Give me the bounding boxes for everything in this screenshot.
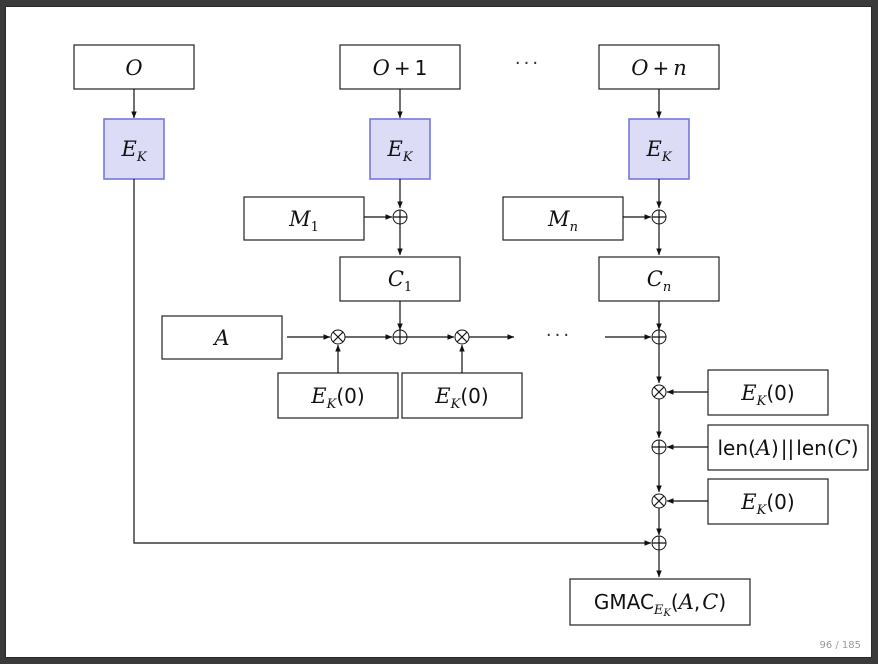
mult-op-1 (330, 329, 346, 345)
input-o-box: O (73, 44, 195, 90)
hash-key-box-3-label: EK(0) (740, 381, 794, 409)
mult-op-final-1 (651, 384, 667, 400)
hash-key-box-4-label: EK(0) (740, 490, 794, 518)
plaintext-mn-label: Mn (547, 207, 578, 235)
length-block-box: len(A)||len(C) (707, 424, 869, 471)
ek-block-0-label: EK (120, 137, 147, 165)
input-o-plus-n-box: O+n (598, 44, 720, 90)
gcm-diagram: O O+1 ··· O+n EK EK EK M1 Mn (73, 44, 869, 626)
gmac-output-box: GMACEK(A,C) (569, 578, 751, 626)
xor-op-n (651, 209, 667, 225)
xor-op-ghash-n (651, 329, 667, 345)
input-o-plus-1-box: O+1 (339, 44, 461, 90)
hash-key-box-3: EK(0) (707, 369, 829, 416)
plaintext-m1-box: M1 (243, 196, 365, 241)
xor-op-len (651, 439, 667, 455)
ellipsis-middle: ··· (546, 325, 572, 346)
ellipsis-top: ··· (515, 53, 541, 74)
xor-op-final (651, 535, 667, 551)
ciphertext-c1-label: C1 (388, 267, 412, 295)
gmac-output-label: GMACEK(A,C) (594, 590, 726, 619)
page-number: 96 / 185 (819, 640, 861, 651)
input-o-plus-1-label: O+1 (373, 56, 428, 80)
ek-block-1-label: EK (386, 137, 413, 165)
mult-op-2 (454, 329, 470, 345)
xor-op-1 (392, 209, 408, 225)
length-block-label: len(A)||len(C) (717, 436, 858, 460)
plaintext-m1-label: M1 (288, 207, 319, 235)
ek-block-1: EK (369, 118, 431, 180)
ek-block-0: EK (103, 118, 165, 180)
arrow-ek0-to-final-xor (133, 179, 652, 546)
hash-key-box-2: EK(0) (401, 372, 523, 419)
mult-op-final-2 (651, 493, 667, 509)
input-o-plus-n-label: O+n (631, 56, 687, 80)
input-o-label: O (125, 56, 142, 80)
ciphertext-c1-box: C1 (339, 256, 461, 302)
hash-key-box-4: EK(0) (707, 478, 829, 525)
aad-a-box: A (161, 315, 283, 360)
slide: O O+1 ··· O+n EK EK EK M1 Mn (5, 6, 872, 658)
ciphertext-cn-label: Cn (647, 267, 671, 295)
hash-key-box-2-label: EK(0) (434, 384, 488, 412)
ek-block-n: EK (628, 118, 690, 180)
hash-key-box-1: EK(0) (277, 372, 399, 419)
hash-key-box-1-label: EK(0) (310, 384, 364, 412)
ek-block-n-label: EK (645, 137, 672, 165)
plaintext-mn-box: Mn (502, 196, 624, 241)
xor-op-ghash-1 (392, 329, 408, 345)
aad-a-label: A (212, 326, 229, 350)
ciphertext-cn-box: Cn (598, 256, 720, 302)
